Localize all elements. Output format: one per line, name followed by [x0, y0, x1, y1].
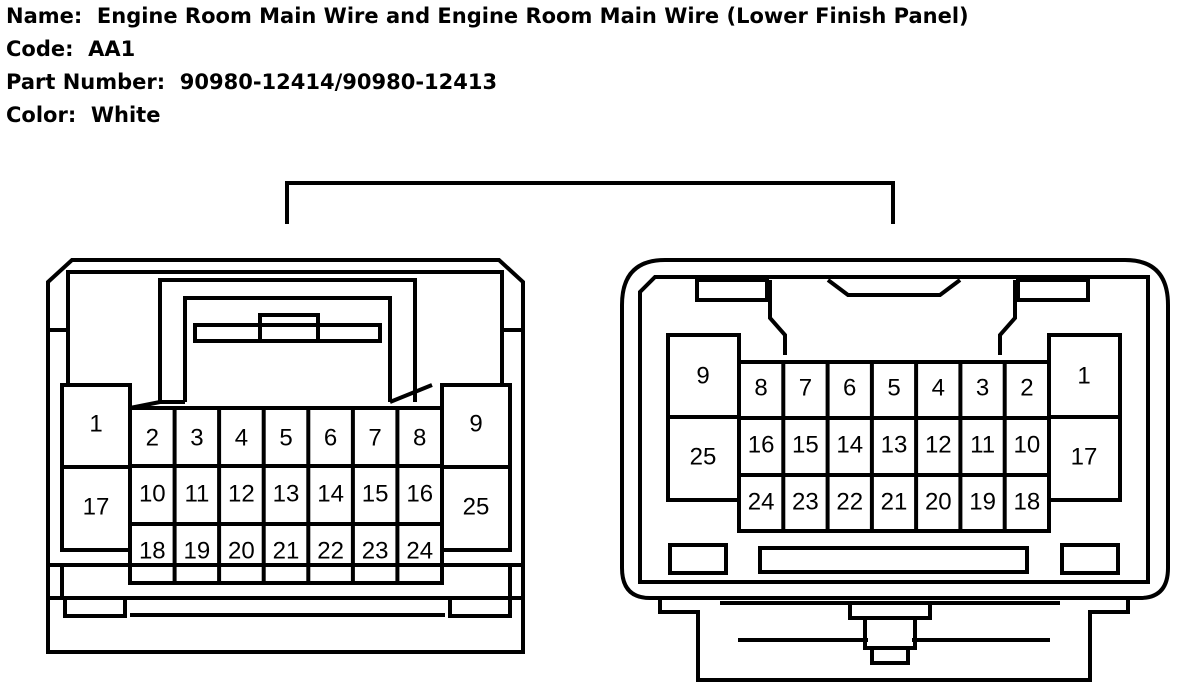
- connector-bracket: [285, 181, 895, 224]
- pin-label: 16: [748, 431, 775, 458]
- pin-label: 21: [881, 488, 908, 515]
- pin-label: 15: [792, 431, 819, 458]
- left-connector-cavities: [60, 383, 512, 585]
- pin-label: 7: [368, 424, 381, 451]
- pin-label: 1: [89, 410, 102, 437]
- pin-label: 15: [362, 480, 389, 507]
- pin-label: 12: [228, 480, 255, 507]
- pin-label: 2: [146, 424, 159, 451]
- pin-label: 8: [754, 374, 767, 401]
- pin-label: 18: [139, 537, 166, 564]
- left-connector-pins: 1 17 9 25 2 3 4 5 6 7 8 10 11 12 13 14 1…: [83, 410, 490, 564]
- pin-label: 16: [406, 480, 433, 507]
- pin-label: 11: [970, 431, 995, 458]
- part-number-label: Part Number:: [6, 70, 166, 94]
- name-label: Name:: [6, 4, 83, 28]
- pin-label: 19: [969, 488, 996, 515]
- pin-label: 19: [184, 537, 211, 564]
- pin-label: 10: [139, 480, 166, 507]
- pin-label: 22: [317, 537, 344, 564]
- pin-label: 21: [273, 537, 300, 564]
- pin-label: 4: [235, 424, 248, 451]
- pin-label: 4: [932, 374, 945, 401]
- right-connector-pins: 9 25 1 17 8 7 6 5 4 3 2 16 15 14 13 12 1…: [690, 362, 1098, 515]
- name-value: Engine Room Main Wire and Engine Room Ma…: [96, 4, 969, 28]
- pin-label: 23: [792, 488, 819, 515]
- pin-label: 3: [976, 374, 989, 401]
- pin-label: 3: [190, 424, 203, 451]
- pin-label: 8: [413, 424, 426, 451]
- pin-label: 24: [748, 488, 775, 515]
- pin-label: 2: [1020, 374, 1033, 401]
- color-row: Color: White: [6, 99, 969, 132]
- pin-label: 13: [881, 431, 908, 458]
- pin-label: 25: [690, 443, 717, 470]
- pin-label: 10: [1014, 431, 1041, 458]
- part-number-row: Part Number: 90980-12414/90980-12413: [6, 66, 969, 99]
- code-value: AA1: [88, 37, 136, 61]
- pin-label: 1: [1077, 362, 1090, 389]
- pin-label: 14: [317, 480, 344, 507]
- pin-label: 12: [925, 431, 952, 458]
- name-row: Name: Engine Room Main Wire and Engine R…: [6, 0, 969, 33]
- pin-label: 13: [273, 480, 300, 507]
- pin-label: 6: [324, 424, 337, 451]
- pin-label: 17: [1071, 443, 1098, 470]
- color-value: White: [90, 103, 161, 127]
- pin-label: 22: [836, 488, 863, 515]
- code-label: Code:: [6, 37, 74, 61]
- connector-info: Name: Engine Room Main Wire and Engine R…: [6, 0, 969, 132]
- pin-label: 17: [83, 493, 110, 520]
- pin-label: 9: [696, 362, 709, 389]
- part-number-value: 90980-12414/90980-12413: [179, 70, 498, 94]
- pin-label: 23: [362, 537, 389, 564]
- right-connector-housing: [620, 258, 1170, 682]
- code-row: Code: AA1: [6, 33, 969, 66]
- pin-label: 24: [406, 537, 433, 564]
- pin-label: 11: [184, 480, 209, 507]
- pin-label: 5: [887, 374, 900, 401]
- pin-label: 7: [799, 374, 812, 401]
- pin-label: 6: [843, 374, 856, 401]
- pin-label: 5: [279, 424, 292, 451]
- color-label: Color:: [6, 103, 77, 127]
- pin-label: 20: [228, 537, 255, 564]
- pin-label: 14: [836, 431, 863, 458]
- pin-label: 9: [469, 410, 482, 437]
- right-connector-cavities: [666, 333, 1122, 533]
- pin-label: 18: [1014, 488, 1041, 515]
- pin-label: 25: [463, 493, 490, 520]
- left-connector-housing: [46, 258, 525, 654]
- pin-label: 20: [925, 488, 952, 515]
